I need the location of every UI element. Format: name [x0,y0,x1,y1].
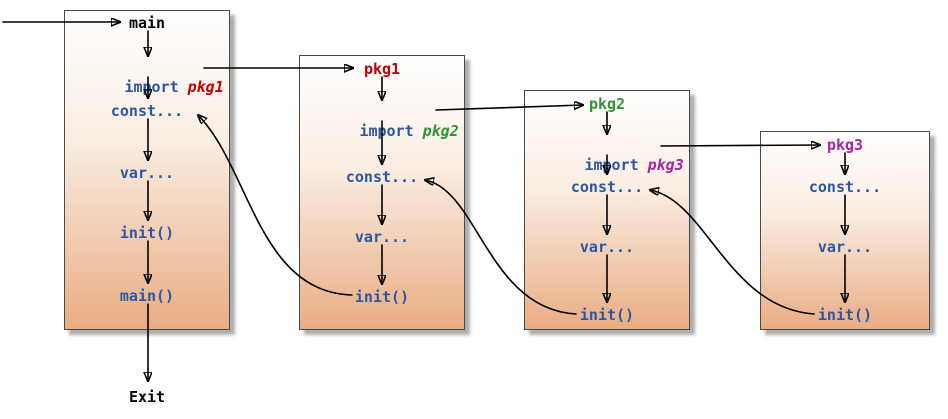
statement-main-call: main() [119,287,175,305]
statement-init: init() [817,306,873,324]
import-pkg-name: pkg1 [187,78,224,96]
statement-init: init() [579,306,635,324]
exit-label: Exit [128,388,166,406]
import-keyword: import [584,156,639,174]
box-pkg1-title: pkg1 [363,60,401,78]
statement-init: init() [119,224,175,242]
box-pkg3-title: pkg3 [826,136,864,154]
import-keyword: import [359,122,414,140]
pkg1-import-line: import pkg2 [300,104,464,140]
statement-var: var... [119,164,175,182]
statement-var: var... [354,228,410,246]
box-main: main import pkg1 const... var... init() m… [64,10,230,330]
statement-var: var... [579,238,635,256]
box-main-title: main [128,14,166,32]
statement-var: var... [817,238,873,256]
import-keyword: import [124,78,179,96]
import-pkg-name: pkg3 [647,156,684,174]
statement-init: init() [354,288,410,306]
pkg2-import-line: import pkg3 [525,138,689,174]
statement-const: const... [345,168,419,186]
statement-const: const... [808,178,882,196]
main-import-line: import pkg1 [65,60,229,96]
box-pkg2: pkg2 import pkg3 const... var... init() [524,90,690,330]
statement-const: const... [110,102,184,120]
box-pkg2-title: pkg2 [588,95,626,113]
box-pkg1: pkg1 import pkg2 const... var... init() [299,55,465,330]
statement-const: const... [570,178,644,196]
box-pkg3: pkg3 const... var... init() [760,131,930,330]
import-pkg-name: pkg2 [422,122,459,140]
